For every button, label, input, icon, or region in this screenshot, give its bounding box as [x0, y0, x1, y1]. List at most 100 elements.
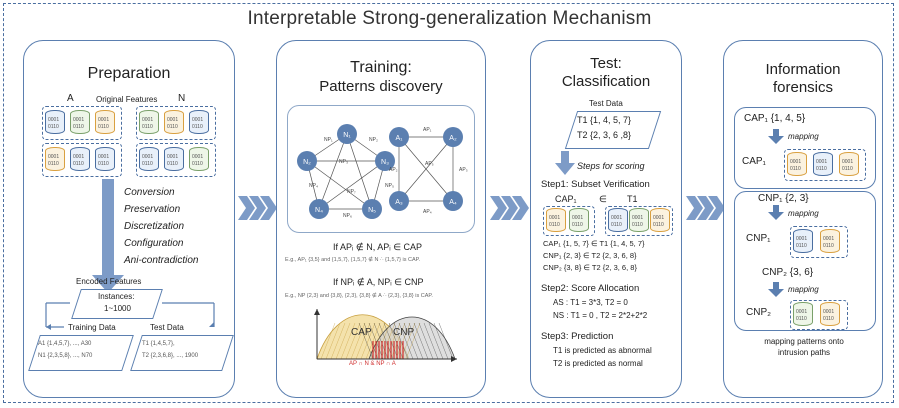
x-axis-arrow	[451, 356, 457, 362]
n-node-label: N₅	[368, 207, 376, 214]
forensics-cnp2-set: CNP₂ {3, 6}	[762, 267, 814, 278]
training-title-line2: Patterns discovery	[319, 78, 443, 95]
a-node	[389, 191, 409, 211]
step3-title: Step3: Prediction	[541, 331, 614, 342]
step1-in-symbol: ∈	[599, 194, 607, 204]
prediction-2: T2 is predicted as normal	[553, 359, 643, 368]
feature-group-a2	[42, 143, 122, 177]
forensics-cap1-cylinders	[784, 149, 866, 181]
forensics-title-line1: Information	[765, 61, 841, 78]
test-data-label: Test Data	[150, 323, 184, 332]
step1-title: Step1: Subset Verification	[541, 179, 650, 190]
outer-frame	[3, 3, 894, 403]
np-edge-label: NP₄	[309, 183, 318, 189]
training-line-2: N1 {2,3,5,8}, ..., N70	[38, 353, 93, 359]
forensics-cap1-set: CAP₁ {1, 4, 5}	[744, 113, 806, 124]
feature-group-n2	[136, 143, 216, 177]
np-edge	[318, 133, 348, 210]
mapping-label-3: mapping	[788, 285, 819, 294]
cnp-hatch	[393, 322, 409, 360]
a-node	[443, 127, 463, 147]
verify-line-2: CNP₁ {2, 3} ∈ T2 {2, 3, 6, 8}	[543, 251, 637, 260]
step-conversion: Conversion	[124, 187, 175, 198]
np-edge	[306, 160, 373, 210]
np-edge-label: NP₆	[343, 213, 352, 219]
instances-label: Instances:	[98, 292, 135, 301]
cap-hatch	[375, 322, 391, 360]
y-axis-arrow	[314, 309, 320, 315]
ap-edge-label: AP₂	[389, 167, 398, 173]
n-node	[375, 151, 395, 171]
training-title-line1: Training:	[350, 59, 412, 76]
mapping-label-2: mapping	[788, 209, 819, 218]
step-anti-contradiction: Ani-contradiction	[124, 255, 199, 266]
forensics-cnp1-cylinders	[790, 226, 848, 258]
pattern-graph-box	[287, 105, 475, 233]
cnp-forensics-box	[734, 191, 876, 331]
n-node-label: N₁	[343, 132, 351, 139]
cnp-hatch	[433, 322, 449, 360]
ap-edge-label: AP₃	[459, 167, 468, 173]
mapping-arrows	[768, 129, 784, 297]
preparation-title: Preparation	[87, 65, 171, 82]
steps-for-scoring: Steps for scoring	[577, 161, 645, 171]
cnp-hatch	[418, 322, 434, 360]
cnp-hatch	[388, 322, 404, 360]
np-edge-label: NP₅	[385, 183, 394, 189]
prediction-1: T1 is predicted as abnormal	[553, 346, 652, 355]
t1-cylinders	[605, 206, 673, 236]
a-node-label: A₃	[395, 199, 403, 206]
caption-line-1: mapping patterns onto	[764, 337, 844, 346]
rule-1-example: E.g., AP₁ {3,5} and {1,5,7}, {1,5,7} ∉ N…	[285, 257, 421, 263]
feature-group-n1	[136, 106, 216, 140]
ap-edge-label: AP₄	[423, 209, 432, 215]
test-line-1: T1 {1,4,5,7},	[142, 341, 175, 347]
test-line-2: T2 {2,3,6,8}, ..., 1900	[142, 353, 199, 359]
test-t2: T2 {2, 3, 6 ,8}	[577, 130, 632, 140]
a-node	[389, 127, 409, 147]
caption-line-2: intrusion paths	[777, 348, 831, 357]
cnp-hatch	[398, 322, 414, 360]
cnp-hatch	[423, 322, 439, 360]
a-node-label: A₂	[449, 135, 457, 142]
cap-hatch	[350, 322, 366, 360]
cnp-hatch	[413, 322, 429, 360]
distribution-plot	[314, 309, 457, 362]
cnp-hatch	[373, 322, 389, 360]
forensics-cnp1: CNP₁	[746, 233, 771, 244]
cap-hatch	[390, 322, 406, 360]
cnp-label: CNP	[393, 327, 415, 338]
n-node	[309, 199, 329, 219]
cap-hatch	[335, 322, 351, 360]
n-node	[297, 151, 317, 171]
ap-edge-label: AP₁	[423, 127, 432, 133]
ap-edge-label: AP₅	[425, 161, 434, 167]
verify-line-3: CNP₂ {3, 8} ∈ T2 {2, 3, 6, 8}	[543, 263, 637, 272]
step-preservation: Preservation	[124, 204, 181, 215]
np-edge-label: NP₂	[369, 137, 378, 143]
instances-range: 1~1000	[104, 304, 131, 313]
verify-line-1: CAP₁ {1, 5, 7} ∈ T1 {1, 4, 5, 7}	[543, 239, 645, 248]
test-t1: T1 {1, 4, 5, 7}	[577, 115, 632, 125]
forensics-cnp1-set: CNP₁ {2, 3}	[758, 193, 809, 204]
test-data-title: Test Data	[589, 99, 623, 108]
step-configuration: Configuration	[124, 238, 184, 249]
np-edge-label: NP₁	[324, 137, 333, 143]
step-discretization: Discretization	[124, 221, 185, 232]
np-edge	[318, 160, 386, 210]
step1-t1: T1	[627, 194, 638, 204]
score-ns: NS : T1 = 0 , T2 = 2*2+2*2	[553, 311, 648, 320]
